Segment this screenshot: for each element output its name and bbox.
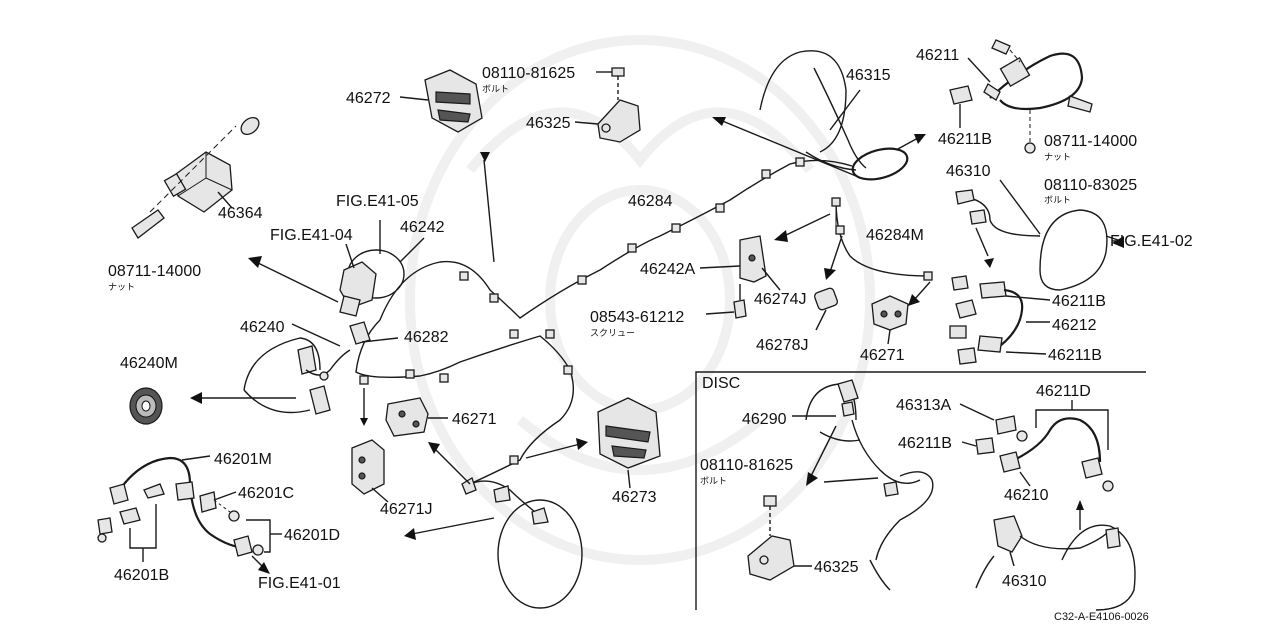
label-46273: 46273 xyxy=(612,489,657,506)
label-bolt-right: ボルト xyxy=(1044,195,1071,206)
label-46284M: 46284M xyxy=(866,227,924,244)
label-08110-81625-top: 08110-81625 xyxy=(482,65,575,82)
main-brake-lines xyxy=(355,152,933,485)
label-nut-left: ナット xyxy=(108,282,135,293)
label-46240: 46240 xyxy=(240,319,285,336)
label-46310-top: 46310 xyxy=(946,163,991,180)
label-08110-83025: 08110-83025 xyxy=(1044,177,1137,194)
label-46210: 46210 xyxy=(1004,487,1049,504)
part-46364-pressure-switch xyxy=(131,116,260,239)
label-46201B: 46201B xyxy=(114,567,169,584)
part-46271-junction-right xyxy=(871,295,909,345)
label-08110-81625-disc: 08110-81625 xyxy=(700,457,793,474)
label-46212: 46212 xyxy=(1052,317,1097,334)
callout-labels: 46272 08110-81625 ボルト 46325 46315 46211 … xyxy=(108,47,1193,623)
part-46272-bracket xyxy=(399,69,483,133)
label-46211B-r1: 46211B xyxy=(1052,293,1106,310)
label-disc: DISC xyxy=(702,375,740,392)
label-fig-e41-04: FIG.E41-04 xyxy=(270,227,353,244)
label-46290: 46290 xyxy=(742,411,787,428)
label-46271-right: 46271 xyxy=(860,347,905,364)
part-46201M-front-hose xyxy=(97,455,282,574)
label-46313A: 46313A xyxy=(896,397,951,414)
label-08543-61212: 08543-61212 xyxy=(590,309,684,326)
label-46272: 46272 xyxy=(346,90,391,107)
part-46310-wheel-cylinder-line xyxy=(955,179,1125,291)
label-46211B-r2: 46211B xyxy=(1048,347,1102,364)
part-master-cylinder xyxy=(248,220,425,345)
label-46325-top: 46325 xyxy=(526,115,571,132)
label-46201D: 46201D xyxy=(284,527,340,544)
label-46315: 46315 xyxy=(846,67,891,84)
label-46271J: 46271J xyxy=(380,501,433,518)
label-bolt-top: ボルト xyxy=(482,84,509,95)
label-46201M: 46201M xyxy=(214,451,272,468)
label-08711-14000-left: 08711-14000 xyxy=(108,263,201,280)
label-46274J: 46274J xyxy=(754,291,807,308)
label-46282: 46282 xyxy=(404,329,449,346)
label-46364: 46364 xyxy=(218,205,263,222)
label-46201C: 46201C xyxy=(238,485,294,502)
label-46278J: 46278J xyxy=(756,337,809,354)
label-nut-right: ナット xyxy=(1044,152,1071,163)
label-46211: 46211 xyxy=(916,47,959,64)
part-46290-disc-line xyxy=(792,379,934,591)
label-46310-disc: 46310 xyxy=(1002,573,1047,590)
part-46273-caliper xyxy=(597,397,661,489)
label-fig-e41-01: FIG.E41-01 xyxy=(258,575,341,592)
label-46284: 46284 xyxy=(628,193,673,210)
part-46325-bracket-disc xyxy=(747,495,812,581)
part-46271-junction-mid xyxy=(360,388,448,437)
label-46242: 46242 xyxy=(400,219,445,236)
part-46325-bracket-top xyxy=(574,67,641,143)
part-46240-sensor xyxy=(190,323,351,415)
label-46271-mid: 46271 xyxy=(452,411,497,428)
part-46310-disc-caliper xyxy=(975,500,1136,611)
label-bolt-disc: ボルト xyxy=(700,476,727,487)
part-46271J-junction xyxy=(351,439,389,503)
label-fig-e41-02: FIG.E41-02 xyxy=(1110,233,1193,250)
label-46240M: 46240M xyxy=(120,355,178,372)
part-46210-disc-hose xyxy=(959,400,1114,492)
label-46325-disc: 46325 xyxy=(814,559,859,576)
diagram-code: C32-A-E4106-0026 xyxy=(1054,611,1149,623)
part-46212-hose-assembly xyxy=(949,275,1051,365)
label-46211B-disc: 46211B xyxy=(898,435,952,452)
label-46211B-top: 46211B xyxy=(938,131,992,148)
part-rear-disc-left xyxy=(404,438,588,609)
label-46211D: 46211D xyxy=(1036,383,1091,400)
part-46274J-46242A xyxy=(699,235,781,319)
label-fig-e41-05: FIG.E41-05 xyxy=(336,193,419,210)
part-46278J-grommet xyxy=(814,287,838,331)
label-08711-14000-right: 08711-14000 xyxy=(1044,133,1137,150)
label-46242A: 46242A xyxy=(640,261,695,278)
part-46315-drum-line xyxy=(712,50,926,181)
label-screw: スクリュー xyxy=(590,328,635,339)
part-46240M-sensor-ring xyxy=(129,387,163,425)
disc-inset-frame xyxy=(695,371,1146,610)
part-46211-brake-hose xyxy=(949,39,1093,154)
